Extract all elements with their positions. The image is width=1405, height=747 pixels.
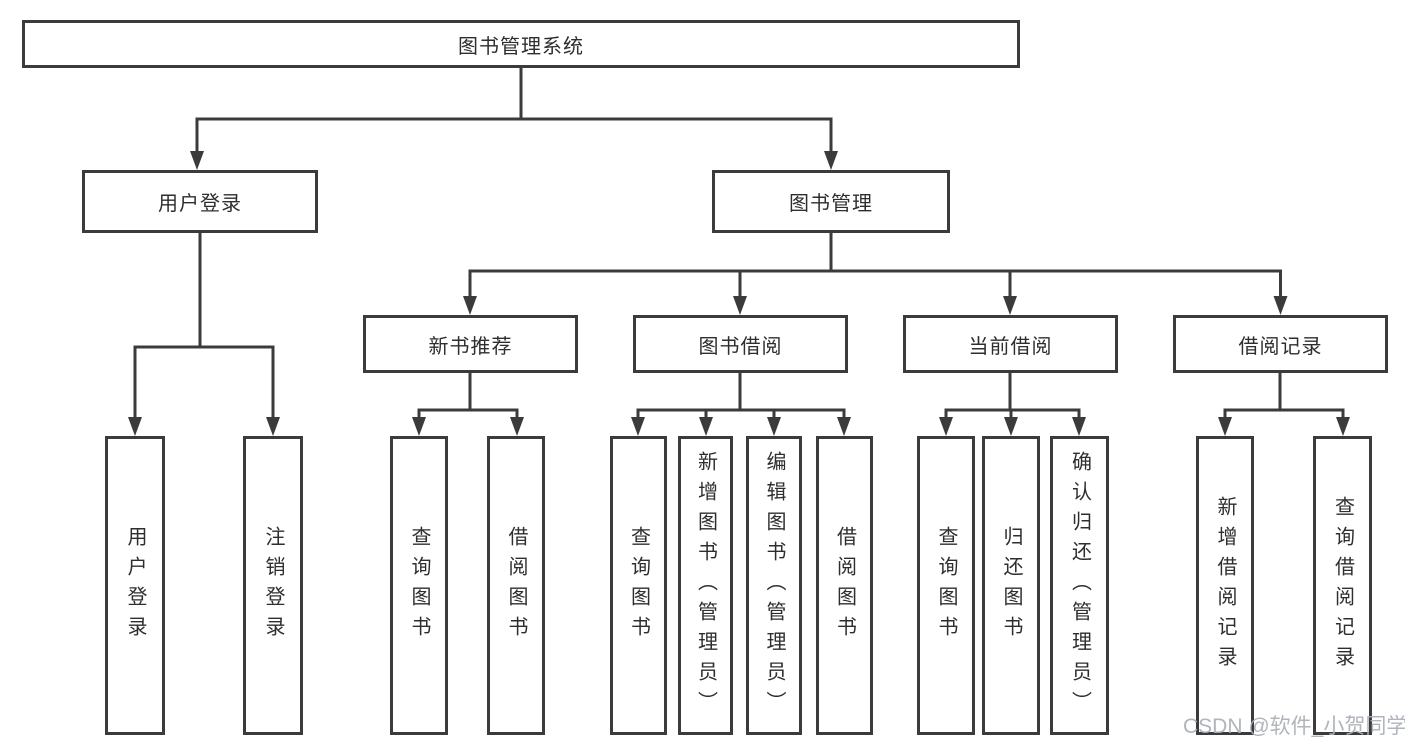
leaf-current-query-books: 查询图书 [917, 436, 975, 735]
leaf-borrow-borrow-books: 借阅图书 [816, 436, 873, 735]
node-label: 查询图书 [408, 525, 430, 646]
node-label: 归还图书 [1000, 525, 1022, 646]
node-label: 当前借阅 [968, 335, 1053, 358]
node-book-borrowing: 图书借阅 [633, 315, 848, 373]
node-label: 用户登录 [158, 193, 242, 215]
node-label: 新书推荐 [428, 335, 513, 358]
node-label: 借阅图书 [833, 525, 856, 646]
node-label: 用户登录 [124, 525, 146, 646]
leaf-borrow-add-books-admin: 新增图书（管理员） [678, 436, 733, 735]
leaf-record-query-borrow-record: 查询借阅记录 [1313, 436, 1372, 735]
node-current-borrowing: 当前借阅 [903, 315, 1118, 373]
node-label: 借阅图书 [505, 525, 527, 646]
leaf-user-login: 用户登录 [105, 436, 165, 735]
leaf-record-add-borrow-record: 新增借阅记录 [1196, 436, 1254, 735]
node-user-login: 用户登录 [82, 170, 318, 233]
leaf-logout: 注销登录 [243, 436, 303, 735]
node-borrowing-records: 借阅记录 [1173, 315, 1388, 373]
node-new-book-recommendation: 新书推荐 [363, 315, 578, 373]
node-label: 查询图书 [935, 525, 957, 646]
node-label: 查询图书 [627, 525, 650, 646]
node-label: 注销登录 [262, 525, 284, 646]
node-label: 图书管理系统 [458, 35, 584, 58]
leaf-borrow-query-books: 查询图书 [610, 436, 667, 735]
node-label: 查询借阅记录 [1331, 495, 1354, 676]
node-label: 借阅记录 [1238, 335, 1323, 358]
node-label: 图书借阅 [698, 335, 783, 358]
leaf-current-confirm-return-admin: 确认归还（管理员） [1050, 436, 1109, 735]
node-label: 图书管理 [789, 193, 873, 215]
leaf-recommend-query-books: 查询图书 [390, 436, 448, 735]
leaf-current-return-books: 归还图书 [982, 436, 1040, 735]
leaf-recommend-borrow-books: 借阅图书 [487, 436, 545, 735]
leaf-borrow-edit-books-admin: 编辑图书（管理员） [746, 436, 802, 735]
node-label: 新增图书（管理员） [694, 450, 717, 721]
node-label: 确认归还（管理员） [1068, 450, 1091, 721]
node-book-management: 图书管理 [712, 170, 950, 233]
node-library-management-system: 图书管理系统 [22, 20, 1020, 68]
node-label: 新增借阅记录 [1214, 495, 1236, 676]
node-label: 编辑图书（管理员） [763, 450, 785, 721]
watermark: CSDN @软件_小贺同学 [1183, 715, 1405, 738]
